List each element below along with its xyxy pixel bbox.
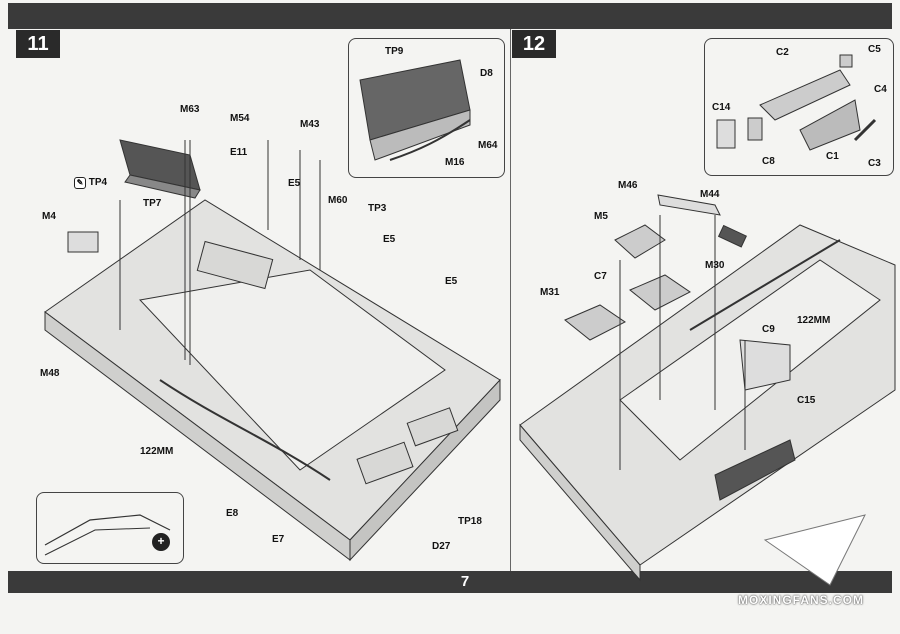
label-122mm-step12: 122MM — [797, 315, 831, 326]
label-tp4-text: TP4 — [88, 177, 108, 188]
bottom-band — [8, 571, 892, 593]
label-c8: C8 — [762, 156, 775, 167]
page-number: 7 — [460, 573, 470, 590]
label-c2: C2 — [776, 47, 789, 58]
label-m5: M5 — [594, 211, 608, 222]
cable-122mm-step12 — [689, 239, 841, 331]
label-m46: M46 — [618, 180, 638, 191]
page-divider — [510, 29, 511, 571]
label-c5: C5 — [868, 44, 881, 55]
label-e7: E7 — [272, 534, 285, 545]
label-c9: C9 — [762, 324, 775, 335]
plate-m31 — [564, 304, 626, 341]
label-m63: M63 — [180, 104, 200, 115]
label-d27: D27 — [432, 541, 451, 552]
step11-zoom-inset — [36, 492, 184, 564]
top-band — [8, 3, 892, 29]
label-tp18: TP18 — [458, 516, 482, 527]
label-e11: E11 — [230, 147, 248, 158]
glue-icon: ✎ — [74, 177, 86, 189]
label-m54: M54 — [230, 113, 250, 124]
label-m30: M30 — [705, 260, 725, 271]
step-number-11: 11 — [16, 30, 60, 58]
label-c4: C4 — [874, 84, 887, 95]
watermark-text: MOXINGFANS.COM — [738, 593, 865, 607]
label-e5-b: E5 — [383, 234, 396, 245]
label-m16: M16 — [445, 157, 465, 168]
label-m31: M31 — [540, 287, 560, 298]
grill-step12 — [714, 439, 796, 501]
label-e5-a: E5 — [288, 178, 301, 189]
label-tp9: TP9 — [385, 46, 404, 57]
rod-m44 — [657, 194, 721, 216]
label-m64: M64 — [478, 140, 498, 151]
cable-122mm-step11 — [159, 379, 331, 481]
hatch-left-step11 — [196, 240, 274, 290]
label-e5-c: E5 — [445, 276, 458, 287]
label-e8: E8 — [226, 508, 239, 519]
plate-m5 — [614, 224, 666, 259]
label-c15: C15 — [797, 395, 816, 406]
label-m4: M4 — [42, 211, 56, 222]
part-c2 — [759, 69, 851, 121]
label-c1: C1 — [826, 151, 839, 162]
label-m48: M48 — [40, 368, 60, 379]
part-c14 — [716, 119, 736, 149]
label-d8: D8 — [480, 68, 493, 79]
part-c3 — [853, 118, 877, 142]
label-tp3: TP3 — [368, 203, 387, 214]
bracket-c9 — [739, 339, 791, 391]
label-c7: C7 — [594, 271, 607, 282]
label-tp4: ✎ TP4 — [74, 177, 107, 189]
label-c3: C3 — [868, 158, 881, 169]
label-tp7: TP7 — [143, 198, 162, 209]
label-m60: M60 — [328, 195, 348, 206]
label-c14: C14 — [712, 102, 731, 113]
watermark-plane — [763, 514, 866, 586]
step-number-12: 12 — [512, 30, 556, 58]
label-m44: M44 — [700, 189, 720, 200]
label-122mm-step11: 122MM — [140, 446, 174, 457]
part-c8 — [747, 117, 763, 141]
part-c1 — [799, 99, 861, 151]
part-m4-box — [67, 231, 99, 253]
label-m43: M43 — [300, 119, 320, 130]
pipe-m16 — [389, 119, 471, 161]
magnify-icon: + — [152, 533, 170, 551]
part-c5 — [839, 54, 853, 68]
